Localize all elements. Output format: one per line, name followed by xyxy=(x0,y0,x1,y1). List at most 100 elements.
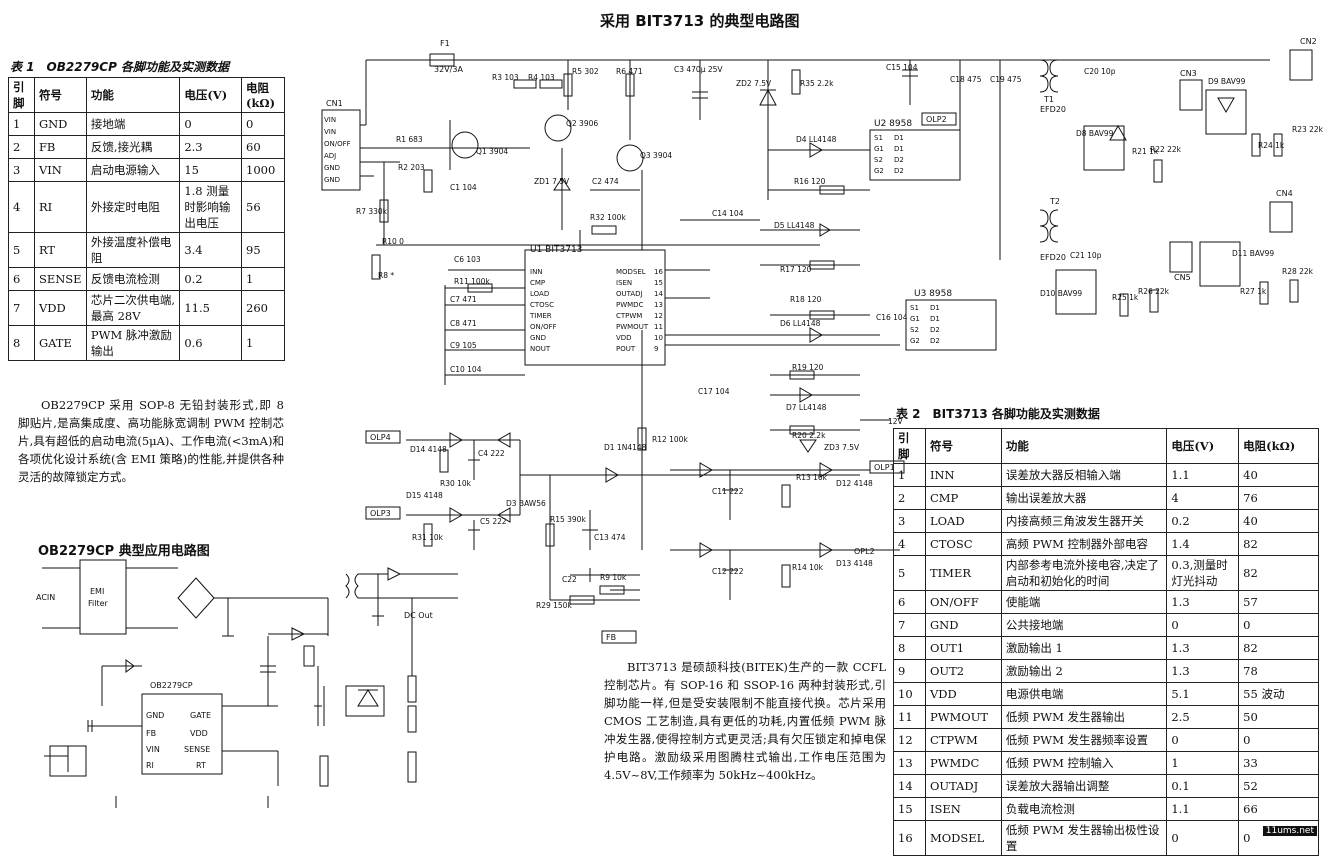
table2-row-cell: 内部参考电流外接电容,决定了启动和初始化的时间 xyxy=(1000,555,1168,591)
u1-pin-number: 16 xyxy=(654,268,663,276)
mos-pin-left: S1 xyxy=(874,134,883,142)
table2-row-cell: 电源供电端 xyxy=(1000,682,1168,706)
table2-row-cell: 误差放大器反相输入端 xyxy=(1000,463,1168,487)
watermark: 11ums.net xyxy=(1262,826,1317,836)
table1-row-cell: SENSE xyxy=(33,267,87,291)
table1-row-cell: 0 xyxy=(241,112,285,136)
table2-row-cell: GND xyxy=(924,613,1002,637)
component-label: R22 22k xyxy=(1150,145,1182,154)
table2-row-cell: 57 xyxy=(1238,590,1319,614)
cn1-pin-label: ADJ xyxy=(324,152,336,160)
net-flag xyxy=(365,506,401,520)
table2-row-cell: 1.1 xyxy=(1166,797,1240,821)
u1-left-pin: TIMER xyxy=(529,312,552,320)
component-label: C6 103 xyxy=(454,255,481,264)
table2-row-cell: 52 xyxy=(1238,774,1319,798)
ob2279cp-chip-label: OB2279CP xyxy=(150,681,193,690)
component-label: R17 120 xyxy=(780,265,812,274)
component-label: Q2 3906 xyxy=(566,119,598,128)
net-label: OLP1 xyxy=(874,463,895,472)
table2-row-cell: 66 xyxy=(1238,797,1319,821)
table1-row-cell: PWM 脉冲激励输出 xyxy=(85,325,181,361)
table2-row-cell: 4 xyxy=(893,532,926,556)
component-label: C18 475 xyxy=(950,75,982,84)
mos-pin-left: G1 xyxy=(910,315,920,323)
mos-pin-right: D2 xyxy=(930,337,940,345)
component-label: C12 222 xyxy=(712,567,744,576)
table2-row-cell: 11 xyxy=(893,705,926,729)
u2-label: U2 8958 xyxy=(874,119,912,129)
table2-row-cell: 13 xyxy=(893,751,926,775)
dcout-label: DC Out xyxy=(404,611,433,620)
mos-pin-left: G2 xyxy=(910,337,920,345)
component-label: C9 105 xyxy=(450,341,477,350)
cn3-label: CN3 xyxy=(1180,69,1197,78)
table2-row-cell: INN xyxy=(924,463,1002,487)
table2-row-cell: 1 xyxy=(893,463,926,487)
component-label: D1 1N4148 xyxy=(604,443,647,452)
u1-pin-number: 10 xyxy=(654,334,663,342)
u1-right-pin: POUT xyxy=(616,345,636,353)
table1-row-cell: GND xyxy=(33,112,87,136)
component-label: D12 4148 xyxy=(836,479,873,488)
f1-value: 32V/3A xyxy=(434,65,463,74)
component-label: C1 104 xyxy=(450,183,477,192)
ob-pin-gnd: GND xyxy=(146,711,164,720)
component-label: Q3 3904 xyxy=(640,151,672,160)
table1-row-cell: 启动电源输入 xyxy=(85,158,181,182)
table1-row-cell: 1 xyxy=(241,267,285,291)
net-flag xyxy=(921,112,957,126)
table2-row-cell: 16 xyxy=(893,820,926,856)
mos-pin-right: D1 xyxy=(930,315,940,323)
table2-row-cell: 内接高频三角波发生器开关 xyxy=(1000,509,1168,533)
component-label: R16 120 xyxy=(794,177,826,186)
table2-row-cell: 0 xyxy=(1166,613,1240,637)
t1-type: EFD20 xyxy=(1040,105,1066,114)
table2-row-cell: ON/OFF xyxy=(924,590,1002,614)
component-label: R1 683 xyxy=(396,135,423,144)
table2-row-cell: 8 xyxy=(893,636,926,660)
component-label: C3 470μ 25V xyxy=(674,65,723,74)
f1-label: F1 xyxy=(440,39,450,48)
component-label: D14 4148 xyxy=(410,445,447,454)
table2-row-cell: LOAD xyxy=(924,509,1002,533)
table2-row-cell: 低频 PWM 发生器输出 xyxy=(1000,705,1168,729)
u1-left-pin: CTOSC xyxy=(530,301,554,309)
component-label: R30 10k xyxy=(440,479,472,488)
table2-row-cell: PWMOUT xyxy=(924,705,1002,729)
table2-row-cell: 4 xyxy=(1166,486,1240,510)
table2-row-cell: 40 xyxy=(1238,509,1319,533)
table1-row-cell: 3 xyxy=(8,158,35,182)
mos-pin-right: D1 xyxy=(894,134,904,142)
component-label: C10 104 xyxy=(450,365,482,374)
table1-row-cell: 反馈电流检测 xyxy=(85,267,181,291)
net-flag xyxy=(365,430,401,444)
table1-header: 功能 xyxy=(85,77,181,113)
mos-pin-right: D2 xyxy=(930,326,940,334)
table1-row-cell: 8 xyxy=(8,325,35,361)
table2-row-cell: 1.4 xyxy=(1166,532,1240,556)
table1-row-cell: GATE xyxy=(33,325,87,361)
u1-right-pin: PWMDC xyxy=(616,301,644,309)
table2-header: 符号 xyxy=(924,428,1002,464)
component-label: R20 2.2k xyxy=(792,431,826,440)
component-label: C4 222 xyxy=(478,449,505,458)
component-label: C5 222 xyxy=(480,517,507,526)
u1-right-pin: VDD xyxy=(616,334,632,342)
table2-row-cell: OUT1 xyxy=(924,636,1002,660)
cn1-pin-label: VIN xyxy=(324,128,336,136)
table2-row-cell: 激励输出 2 xyxy=(1000,659,1168,683)
component-label: C11 222 xyxy=(712,487,744,496)
net-label: FB xyxy=(606,633,616,642)
table2-row-cell: 误差放大器输出调整 xyxy=(1000,774,1168,798)
component-label: C19 475 xyxy=(990,75,1022,84)
table2-row-cell: 公共接地端 xyxy=(1000,613,1168,637)
